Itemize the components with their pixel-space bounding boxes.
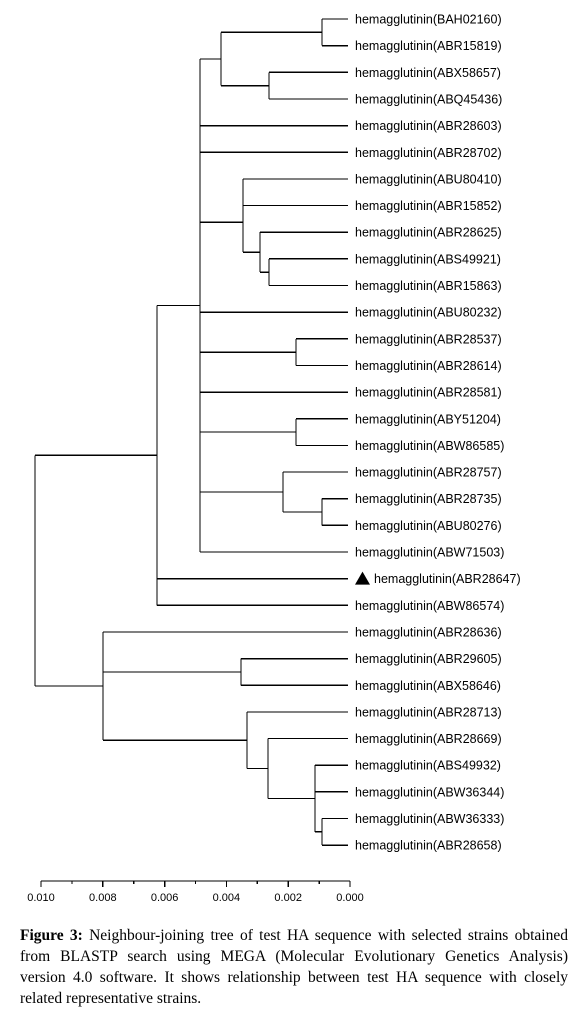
leaf-label: hemagglutinin(ABW71503): [355, 546, 504, 560]
leaf-label: hemagglutinin(ABR15819): [355, 39, 502, 53]
figure-caption: Figure 3: Neighbour-joining tree of test…: [20, 925, 568, 1009]
leaf-label: hemagglutinin(ABR28537): [355, 332, 502, 346]
leaf-label: hemagglutinin(ABR28735): [355, 492, 502, 506]
leaf-label: hemagglutinin(ABX58657): [355, 66, 501, 80]
scale-tick-label: 0.006: [151, 892, 179, 904]
caption-label: Figure 3:: [20, 927, 83, 944]
leaf-label: hemagglutinin(ABR15863): [355, 279, 502, 293]
leaf-label: hemagglutinin(ABR15852): [355, 199, 502, 213]
leaf-label: hemagglutinin(ABR29605): [355, 652, 502, 666]
leaf-label: hemagglutinin(BAH02160): [355, 13, 502, 27]
leaf-label: hemagglutinin(ABR28669): [355, 732, 502, 746]
scale-tick-label: 0.008: [89, 892, 117, 904]
leaf-label: hemagglutinin(ABQ45436): [355, 92, 502, 106]
leaf-label: hemagglutinin(ABW36333): [355, 812, 504, 826]
scale-tick-label: 0.000: [336, 892, 364, 904]
leaf-label: hemagglutinin(ABR28702): [355, 146, 502, 160]
leaf-label: hemagglutinin(ABR28603): [355, 119, 502, 133]
phylogenetic-tree: hemagglutinin(BAH02160) hemagglutinin(ABR…: [27, 13, 521, 905]
leaf-label: hemagglutinin(ABS49921): [355, 252, 501, 266]
leaf-label: hemagglutinin(ABR28636): [355, 625, 502, 639]
leaf-label: hemagglutinin(ABR28625): [355, 226, 502, 240]
leaf-label: hemagglutinin(ABS49932): [355, 759, 501, 773]
filled-triangle-icon: [355, 571, 370, 585]
scale-tick-label: 0.010: [27, 892, 55, 904]
caption-text: Neighbour-joining tree of test HA sequen…: [20, 927, 568, 1007]
leaf-label: hemagglutinin(ABY51204): [355, 412, 501, 426]
leaf-label: hemagglutinin(ABU80276): [355, 519, 502, 533]
leaf-label: hemagglutinin(ABR28713): [355, 705, 502, 719]
leaf-label: hemagglutinin(ABU80232): [355, 306, 502, 320]
leaf-label: hemagglutinin(ABR28581): [355, 386, 502, 400]
scale-tick-label: 0.004: [213, 892, 241, 904]
scale-tick-label: 0.002: [274, 892, 302, 904]
leaf-label: hemagglutinin(ABX58646): [355, 679, 501, 693]
leaf-label: hemagglutinin(ABW86574): [355, 599, 504, 613]
leaf-label: hemagglutinin(ABR28647): [374, 572, 521, 586]
leaf-label: hemagglutinin(ABW36344): [355, 785, 504, 799]
leaf-label: hemagglutinin(ABW86585): [355, 439, 504, 453]
leaf-label: hemagglutinin(ABU80410): [355, 172, 502, 186]
leaf-label: hemagglutinin(ABR28658): [355, 839, 502, 853]
leaf-label: hemagglutinin(ABR28614): [355, 359, 502, 373]
leaf-label: hemagglutinin(ABR28757): [355, 466, 502, 480]
